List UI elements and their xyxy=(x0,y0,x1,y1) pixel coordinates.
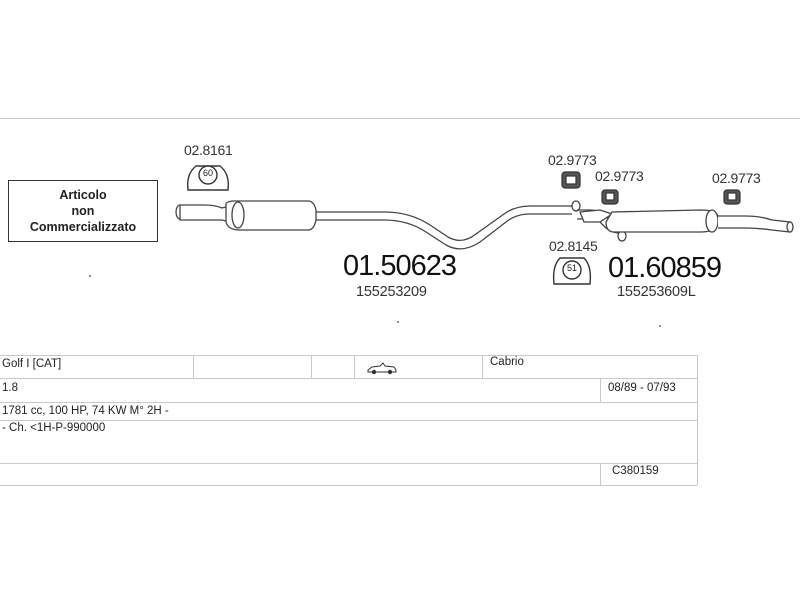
table-col-1 xyxy=(193,355,194,378)
table-line-3 xyxy=(0,402,697,403)
table-col-3 xyxy=(354,355,355,378)
not-commercialized-notice: Articolo non Commercializzato xyxy=(8,180,158,242)
rear-muffler-code[interactable]: 01.60859 xyxy=(608,252,722,284)
clamp-hanger-center xyxy=(601,189,619,205)
front-exhaust-section xyxy=(175,200,572,250)
rubber-hanger-left xyxy=(186,165,230,191)
table-line-5 xyxy=(0,463,697,464)
hanger-left-badge: 60 xyxy=(202,168,213,178)
clamp-hanger-left-mid xyxy=(561,171,581,189)
vehicle-body: Cabrio xyxy=(490,356,524,368)
vehicle-model: Golf I [CAT] xyxy=(2,358,62,370)
convertible-car-icon xyxy=(367,362,397,375)
front-muffler-oem: 155253209 xyxy=(356,284,427,300)
vehicle-reference: C380159 xyxy=(612,465,659,477)
notice-line-1: Articolo xyxy=(59,188,107,202)
table-line-1 xyxy=(0,355,697,356)
clamp-hanger-right xyxy=(723,189,741,205)
notice-line-2: non xyxy=(71,204,95,218)
table-col-7 xyxy=(697,355,698,485)
rear-muffler-oem: 155253609L xyxy=(617,284,696,300)
rear-exhaust-section xyxy=(571,200,794,242)
front-muffler-code[interactable]: 01.50623 xyxy=(343,250,457,282)
vehicle-chassis: - Ch. <1H-P-990000 xyxy=(2,422,106,434)
table-col-5 xyxy=(600,378,601,402)
hanger-left-code[interactable]: 02.8161 xyxy=(184,142,233,158)
table-line-2 xyxy=(0,378,697,379)
table-col-4 xyxy=(482,355,483,378)
rubber-clamp-lower xyxy=(552,257,592,285)
hanger-mid-2-code[interactable]: 02.9773 xyxy=(595,168,644,184)
vehicle-period: 08/89 - 07/93 xyxy=(608,382,676,394)
table-line-6 xyxy=(0,485,697,486)
hanger-right-code[interactable]: 02.9773 xyxy=(712,170,761,186)
clamp-code[interactable]: 02.8145 xyxy=(549,238,598,254)
clamp-lower-badge: 51 xyxy=(566,263,577,273)
hanger-mid-1-code[interactable]: 02.9773 xyxy=(548,152,597,168)
table-col-2 xyxy=(311,355,312,378)
top-divider xyxy=(0,118,800,119)
vehicle-spec: 1781 cc, 100 HP, 74 KW M° 2H - xyxy=(2,405,169,417)
exhaust-system-diagram xyxy=(89,165,794,327)
table-line-4 xyxy=(0,420,697,421)
table-col-6 xyxy=(600,463,601,485)
notice-line-3: Commercializzato xyxy=(29,220,137,234)
vehicle-engine-size: 1.8 xyxy=(2,382,18,394)
